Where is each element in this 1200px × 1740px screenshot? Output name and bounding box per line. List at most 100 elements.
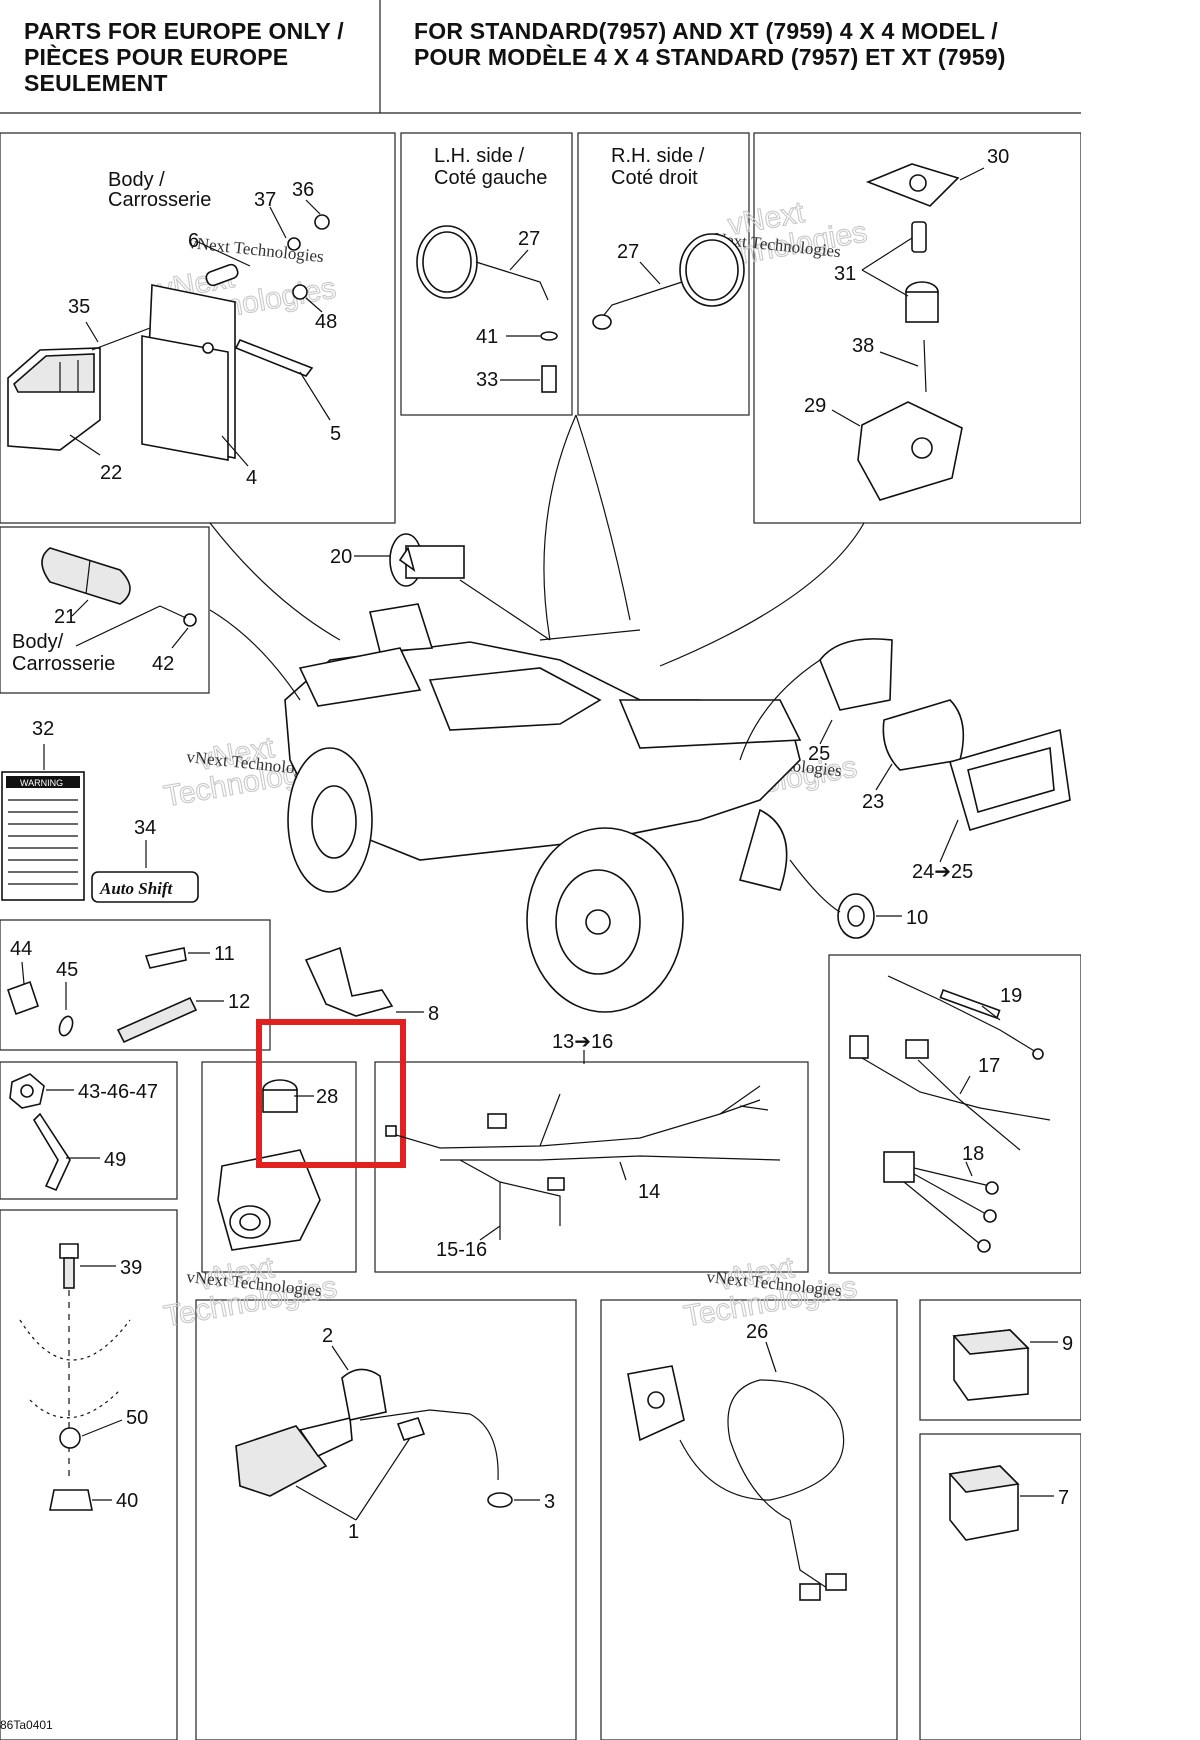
connector-11-illustration xyxy=(144,947,187,969)
drawing-code: 86Ta0401 xyxy=(0,1718,53,1732)
panel-license-plate xyxy=(0,132,396,524)
mirror-lh-illustration xyxy=(416,225,558,393)
sleeve-12-illustration xyxy=(116,996,198,1044)
wiring-harness-illustration xyxy=(385,1085,781,1240)
handlebar-switch-illustration xyxy=(627,1365,847,1601)
label-lh-side-line1: L.H. side / xyxy=(434,145,524,167)
label-body-left-line2: Carrosserie xyxy=(12,653,115,675)
strip-illustration xyxy=(234,338,314,377)
mirror-rh-illustration xyxy=(592,233,745,330)
part-number-39: 39 xyxy=(120,1257,142,1279)
part-number-2: 2 xyxy=(322,1325,333,1347)
part-number-29: 29 xyxy=(804,395,826,417)
cable-tie-illustration xyxy=(32,1112,71,1192)
part-number-34: 34 xyxy=(134,817,156,839)
part-number-14: 14 xyxy=(638,1181,660,1203)
relay-7-illustration xyxy=(948,1465,1020,1541)
panel-small-parts xyxy=(0,919,271,1051)
part-number-40: 40 xyxy=(116,1490,138,1512)
panel-switch xyxy=(600,1299,898,1740)
part-number-33: 33 xyxy=(476,369,498,391)
header-right-title: FOR STANDARD(7957) AND XT (7959) 4 X 4 M… xyxy=(414,18,1074,70)
harness-adapters-illustration xyxy=(849,975,1051,1253)
throttle-body-illustration xyxy=(217,1079,321,1251)
screw-illustration xyxy=(91,327,151,351)
oring-45-illustration xyxy=(58,1015,74,1037)
part-number-5: 5 xyxy=(330,423,341,445)
part-number-45: 45 xyxy=(56,959,78,981)
part-number-32: 32 xyxy=(32,718,54,740)
part-number-49: 49 xyxy=(104,1149,126,1171)
part-number-43-46-47: 43-46-47 xyxy=(78,1081,158,1103)
label-rh-side-line2: Coté droit xyxy=(611,167,698,189)
panel-bolts xyxy=(0,1209,178,1740)
panel-ignition xyxy=(753,132,1081,524)
bolt-39-illustration xyxy=(59,1243,79,1289)
header-right-line-1: FOR STANDARD(7957) AND XT (7959) 4 X 4 M… xyxy=(414,18,998,44)
license-plate-illustration xyxy=(141,284,236,461)
header-left-title: PARTS FOR EUROPE ONLY / PIÈCES POUR EURO… xyxy=(24,18,374,96)
relay-9-illustration xyxy=(952,1329,1030,1401)
part-number-35: 35 xyxy=(68,296,90,318)
label-lh-side-line2: Coté gauche xyxy=(434,167,547,189)
part-number-19: 19 xyxy=(1000,985,1022,1007)
part-number-8: 8 xyxy=(428,1003,439,1025)
bracket-illustration xyxy=(304,946,394,1017)
part-number-31: 31 xyxy=(834,263,856,285)
panel-relay-7 xyxy=(919,1433,1081,1740)
atv-illustration xyxy=(284,603,802,1013)
panel-turn-signal xyxy=(195,1299,577,1740)
part-number-11: 11 xyxy=(214,943,235,965)
switch-20-illustration xyxy=(389,533,465,587)
part-number-25: 25 xyxy=(808,743,830,765)
part-number-6: 6 xyxy=(188,230,199,252)
part-number-20: 20 xyxy=(330,546,352,568)
nut-36-illustration xyxy=(314,214,330,230)
warning-sticker-illustration: WARNING xyxy=(1,771,85,901)
parts-diagram: vNext Technologies vNext Technologies vN… xyxy=(0,0,1081,1740)
part-number-21: 21 xyxy=(54,606,76,628)
panel-mirror-rh xyxy=(577,132,750,416)
headlamp-illustration xyxy=(819,638,1071,831)
turn-signal-illustration xyxy=(235,1368,513,1508)
part-number-12: 12 xyxy=(228,991,250,1013)
part-number-26: 26 xyxy=(746,1321,768,1343)
part-number-28: 28 xyxy=(316,1086,338,1108)
part-number-9: 9 xyxy=(1062,1333,1073,1355)
sticker-warning-text: WARNING xyxy=(20,778,63,788)
part-number-37: 37 xyxy=(254,189,276,211)
header-right-line-2: POUR MODÈLE 4 X 4 STANDARD (7957) ET XT … xyxy=(414,44,1006,70)
nut-40-illustration xyxy=(49,1489,93,1511)
label-body-carrosserie-line1: Body / xyxy=(108,169,165,191)
part-number-50: 50 xyxy=(126,1407,148,1429)
nut-48-illustration xyxy=(292,284,308,300)
part-number-15-16: 15-16 xyxy=(436,1239,487,1261)
reflector-illustration xyxy=(41,547,197,627)
part-number-13-16: 13➔16 xyxy=(552,1031,613,1053)
part-number-42: 42 xyxy=(152,653,174,675)
part-number-3: 3 xyxy=(544,1491,555,1513)
part-number-30: 30 xyxy=(987,146,1009,168)
panel-relay-9 xyxy=(919,1299,1081,1421)
panel-mirror-lh xyxy=(400,132,573,416)
highlight-box-part-28 xyxy=(256,1019,406,1168)
part-number-1: 1 xyxy=(348,1521,359,1543)
washer-50-illustration xyxy=(59,1427,81,1449)
part-number-36: 36 xyxy=(292,179,314,201)
part-number-7: 7 xyxy=(1058,1487,1069,1509)
part-number-22: 22 xyxy=(100,462,122,484)
part-number-44: 44 xyxy=(10,938,32,960)
panel-reflector xyxy=(0,526,210,694)
label-body-left-line1: Body/ xyxy=(12,631,64,653)
connection-arrows xyxy=(209,414,865,913)
part-number-4: 4 xyxy=(246,467,257,489)
part-number-38: 38 xyxy=(852,335,874,357)
header-left-line-1: PARTS FOR EUROPE ONLY / xyxy=(24,18,344,44)
grommet-44-illustration xyxy=(6,980,40,1016)
part-number-10: 10 xyxy=(906,907,928,929)
label-body-carrosserie-line2: Carrosserie xyxy=(108,189,211,211)
part-number-17: 17 xyxy=(978,1055,1000,1077)
label-rh-side-line1: R.H. side / xyxy=(611,145,705,167)
part-number-23: 23 xyxy=(862,791,884,813)
part-number-27-rh: 27 xyxy=(617,241,639,263)
